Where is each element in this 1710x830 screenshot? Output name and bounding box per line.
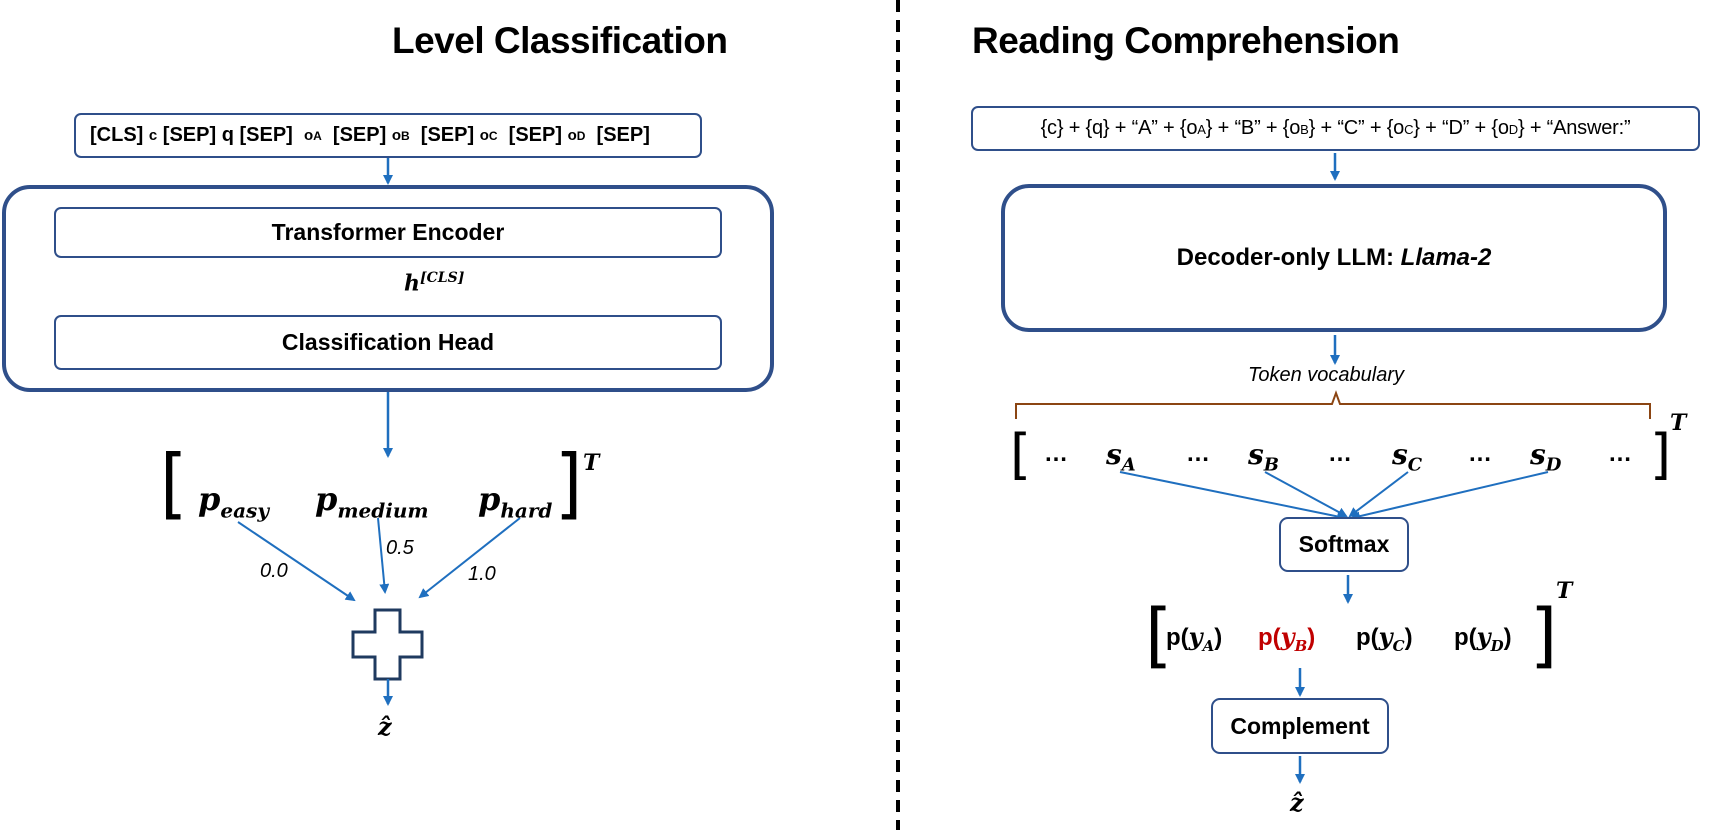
prompt-option-d: {oD} (1491, 117, 1525, 139)
prob-medium: pmedium (315, 480, 429, 523)
token-sep-4: [SEP] (420, 124, 475, 146)
prompt-option-a: {oA} (1179, 117, 1213, 139)
score-d: sD (1530, 438, 1562, 476)
plus-icon (351, 608, 424, 681)
llm-box: Decoder-only LLM: Llama-2 (1001, 184, 1667, 332)
right-title: Reading Comprehension (972, 20, 1400, 61)
prob-y-c: p(yC) (1356, 622, 1413, 655)
transformer-encoder-box: Transformer Encoder (54, 207, 722, 258)
token-option-b: oB (391, 127, 410, 144)
token-question: q (221, 124, 234, 146)
weight-hard: 1.0 (468, 563, 496, 585)
softmax-box: Softmax (1279, 517, 1409, 572)
left-open-bracket: [ (160, 437, 188, 529)
arrow-sB-to-softmax (1264, 471, 1348, 517)
complement-box: Complement (1211, 698, 1389, 754)
arrow-sC-to-softmax (1348, 471, 1409, 518)
token-vocabulary-label: Token vocabulary (1248, 364, 1405, 386)
classification-head-box: Classification Head (54, 315, 722, 370)
prob-hard: phard (478, 480, 553, 523)
score-close-bracket: ] (1650, 423, 1672, 486)
token-option-c: oC (479, 127, 498, 144)
token-context: c (148, 127, 158, 144)
prompt-template-box: {c} + {q} + “A” + {oA} + “B” + {oB} + “C… (971, 106, 1700, 151)
vocab-brace (1015, 390, 1651, 419)
ellipsis-2: … (1186, 440, 1210, 467)
token-sep-1: [SEP] (162, 124, 217, 146)
ellipsis-3: … (1328, 440, 1352, 467)
llm-prefix: Decoder-only LLM: (1176, 244, 1401, 271)
prompt-option-b: {oB} (1282, 117, 1316, 139)
prompt-option-c: {oC} (1386, 117, 1420, 139)
arrow-sA-to-softmax (1119, 471, 1347, 522)
arrow-sD-to-softmax (1350, 471, 1549, 522)
dist-open-bracket: [ (1145, 594, 1173, 676)
llm-model-name: Llama-2 (1400, 244, 1492, 271)
weight-medium: 0.5 (386, 537, 414, 559)
weight-easy: 0.0 (260, 560, 288, 582)
dist-transpose: T (1556, 578, 1573, 604)
score-open-bracket: [ (1010, 423, 1032, 486)
classification-head-label: Classification Head (281, 329, 495, 355)
input-sequence-box: [CLS] c [SEP] q [SEP] oA [SEP] oB [SEP] … (74, 113, 702, 158)
ellipsis-5: … (1608, 440, 1632, 467)
arrow-hard-to-sum (418, 517, 521, 599)
transformer-encoder-label: Transformer Encoder (271, 219, 505, 245)
prob-y-d: p(yD) (1454, 622, 1512, 655)
left-output-z: ẑ (378, 712, 392, 741)
ellipsis-1: … (1044, 440, 1068, 467)
ellipsis-4: … (1468, 440, 1492, 467)
left-close-bracket: ] (555, 437, 583, 529)
score-c: sC (1392, 438, 1423, 476)
arrow-easy-to-sum (237, 521, 356, 602)
prob-y-b-highlighted: p(yB) (1258, 622, 1316, 655)
token-sep-2: [SEP] (239, 124, 293, 146)
token-option-a: oA (303, 127, 322, 144)
token-sep-6: [SEP] (596, 124, 650, 146)
softmax-label: Softmax (1298, 531, 1390, 557)
prob-y-a: p(yA) (1166, 622, 1223, 655)
hidden-cls-label: h[CLS] (404, 270, 465, 297)
complement-label: Complement (1230, 712, 1370, 739)
prob-easy: peasy (198, 480, 269, 523)
token-cls: [CLS] (90, 124, 144, 146)
score-transpose: T (1670, 410, 1687, 436)
token-sep-5: [SEP] (508, 124, 563, 146)
left-transpose: T (583, 450, 600, 476)
arrow-medium-to-sum (377, 517, 390, 594)
right-output-z: ẑ (1290, 788, 1304, 817)
token-option-d: oD (567, 127, 586, 144)
left-title: Level Classification (392, 20, 728, 61)
dist-close-bracket: ] (1530, 594, 1558, 676)
score-b: sB (1248, 438, 1279, 476)
token-sep-3: [SEP] (332, 124, 387, 146)
score-a: sA (1106, 438, 1136, 476)
